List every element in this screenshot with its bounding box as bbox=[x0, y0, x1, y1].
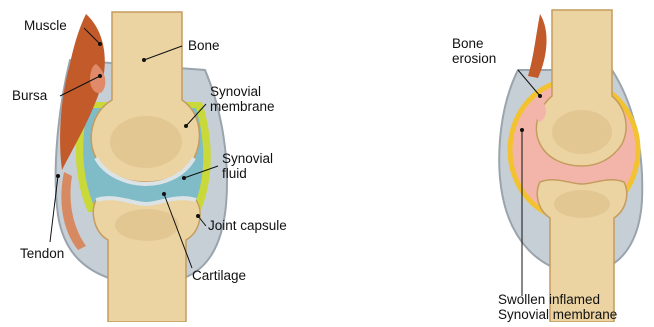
label-joint-capsule: Joint capsule bbox=[208, 218, 287, 233]
lower-bone-spongy-right bbox=[554, 190, 610, 218]
label-muscle: Muscle bbox=[24, 18, 67, 33]
upper-bone-spongy-left bbox=[110, 116, 182, 168]
label-bone: Bone bbox=[188, 38, 220, 53]
label-swollen-line2: Synovial membrane bbox=[498, 307, 617, 322]
label-synovial-membrane-line2: membrane bbox=[210, 99, 275, 114]
label-synovial-membrane-line1: Synovial bbox=[210, 84, 261, 99]
upper-bone-spongy-right bbox=[552, 110, 612, 154]
label-bursa: Bursa bbox=[12, 88, 48, 103]
label-synovial-fluid-line1: Synovial bbox=[222, 151, 273, 166]
label-bone-erosion-line2: erosion bbox=[452, 51, 496, 66]
muscle-shape-right bbox=[528, 14, 547, 78]
lower-bone-spongy-left bbox=[115, 209, 179, 241]
label-cartilage: Cartilage bbox=[192, 268, 246, 283]
label-bone-erosion-line1: Bone bbox=[452, 36, 484, 51]
inflamed-joint bbox=[499, 10, 642, 322]
label-synovial-fluid-line2: fluid bbox=[222, 166, 247, 181]
label-swollen-line1: Swollen inflamed bbox=[498, 292, 600, 307]
label-tendon: Tendon bbox=[20, 246, 64, 261]
